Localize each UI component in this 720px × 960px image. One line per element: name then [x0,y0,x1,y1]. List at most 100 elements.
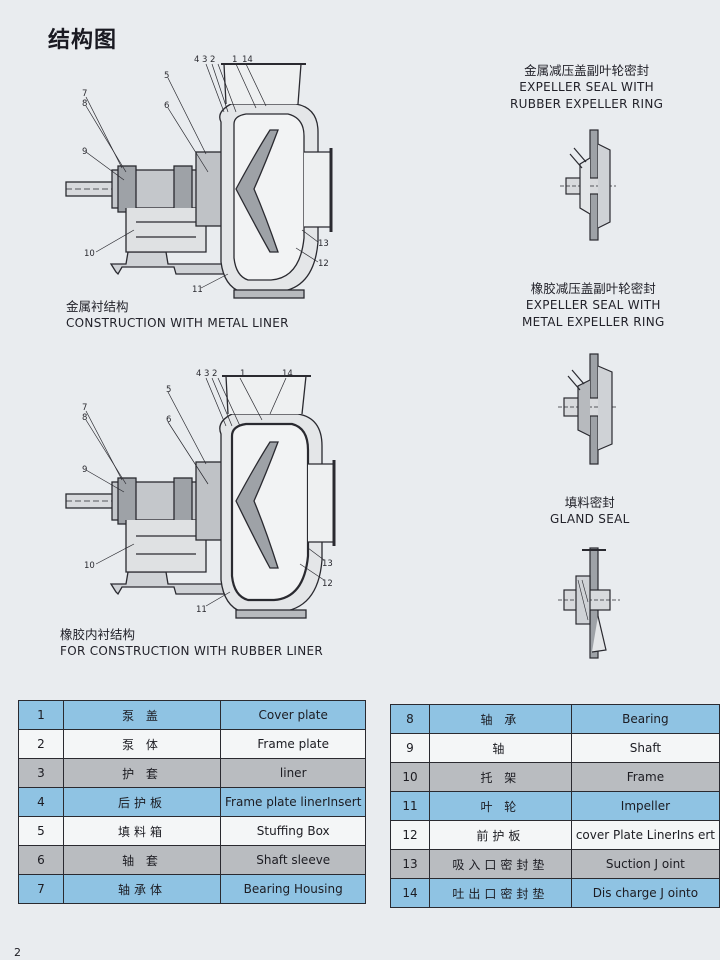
part-name-en-cell: Cover plate [219,700,367,730]
part-name-cn-cell: 叶 轮 [428,791,572,821]
pump-drawing-metal-liner: 4 3 2 1 14 5 7 8 6 9 10 11 12 13 [65,55,333,299]
part-number-cell: 11 [390,791,430,821]
callout-1: 1 [240,369,245,379]
part-name-cn-cell: 吐出口密封垫 [428,878,572,908]
callout-12: 12 [318,259,329,269]
part-name-cn-cell: 泵 盖 [63,700,221,730]
part-name-en-cell: Frame plate [219,729,367,759]
callout-13: 13 [322,559,333,569]
part-name-en-cell: cover Plate LinerIns ert [570,820,720,850]
part-name-en-cell: liner [219,758,367,788]
part-number-cell: 14 [390,878,430,908]
part-name-cn-cell: 轴 承 [428,704,572,734]
caption-metal-liner: 金属衬结构 CONSTRUCTION WITH METAL LINER [66,298,289,332]
part-number-cell: 8 [390,704,430,734]
caption-seal-1-en-1: EXPELLER SEAL WITH [519,80,654,94]
callout-4: 4 [196,369,201,379]
part-name-cn-cell: 托 架 [428,762,572,792]
part-name-cn-cell: 填料箱 [63,816,221,846]
part-name-cn-cell: 后护板 [63,787,221,817]
caption-seal-3-cn: 填料密封 [564,495,615,510]
callout-14: 14 [282,369,293,379]
part-number-cell: 6 [18,845,64,875]
callout-11: 11 [196,605,207,615]
part-name-en-cell: Shaft sleeve [219,845,367,875]
caption-seal-2: 橡胶减压盖副叶轮密封 EXPELLER SEAL WITH METAL EXPE… [522,280,665,331]
caption-seal-2-en-1: EXPELLER SEAL WITH [525,298,661,312]
seal-drawing-1 [560,129,616,241]
part-name-cn-cell: 轴 套 [63,845,221,875]
callout-9: 9 [82,465,87,475]
part-name-en-cell: Suction J oint [570,849,720,879]
caption-seal-2-cn: 橡胶减压盖副叶轮密封 [530,281,656,296]
part-number-cell: 7 [18,874,64,904]
part-number-cell: 9 [390,733,430,763]
part-name-en-cell: Frame plate linerInsert [219,787,367,817]
callout-11: 11 [192,285,203,295]
callout-5: 5 [164,71,169,81]
callout-14: 14 [242,55,253,65]
callout-2: 2 [212,369,217,379]
caption-seal-2-en-2: METAL EXPELLER RING [522,315,665,329]
caption-metal-liner-cn: 金属衬结构 [66,299,129,314]
caption-seal-3: 填料密封 GLAND SEAL [550,494,630,528]
callout-6: 6 [166,415,171,425]
callout-6: 6 [164,101,169,111]
pump-drawing-rubber-liner: 4 3 2 1 14 5 7 8 6 9 10 11 12 13 [65,369,336,619]
callout-7: 7 [82,89,87,99]
part-name-cn-cell: 泵 体 [63,729,221,759]
callout-5: 5 [166,385,171,395]
part-name-en-cell: Dis charge J ointo [570,878,720,908]
callout-8: 8 [82,413,87,423]
part-name-cn-cell: 护 套 [63,758,221,788]
part-number-cell: 10 [390,762,430,792]
part-name-en-cell: Bearing Housing [219,874,367,904]
part-number-cell: 2 [18,729,64,759]
page-number: 2 [14,946,21,959]
callout-10: 10 [84,249,95,259]
part-name-en-cell: Stuffing Box [219,816,367,846]
callout-3: 3 [202,55,207,65]
caption-rubber-liner-cn: 橡胶内衬结构 [60,627,136,642]
page-title: 结构图 [48,28,118,53]
callout-3: 3 [204,369,209,379]
callout-2: 2 [210,55,215,65]
callout-9: 9 [82,147,87,157]
part-name-en-cell: Impeller [570,791,720,821]
part-name-cn-cell: 轴承体 [63,874,221,904]
part-number-cell: 1 [18,700,64,730]
caption-metal-liner-en: CONSTRUCTION WITH METAL LINER [66,316,289,330]
part-name-cn-cell: 轴 [428,733,572,763]
part-number-cell: 3 [18,758,64,788]
part-number-cell: 5 [18,816,64,846]
callout-4: 4 [194,55,199,65]
caption-seal-1-cn: 金属减压盖副叶轮密封 [524,63,650,78]
part-name-en-cell: Frame [570,762,720,792]
part-name-cn-cell: 吸入口密封垫 [428,849,572,879]
caption-seal-1-en-2: RUBBER EXPELLER RING [510,97,664,111]
part-number-cell: 13 [390,849,430,879]
callout-8: 8 [82,99,87,109]
callout-12: 12 [322,579,333,589]
callout-10: 10 [84,561,95,571]
part-number-cell: 12 [390,820,430,850]
caption-seal-3-en-1: GLAND SEAL [550,512,630,526]
caption-rubber-liner-en: FOR CONSTRUCTION WITH RUBBER LINER [60,644,324,658]
part-name-cn-cell: 前护板 [428,820,572,850]
